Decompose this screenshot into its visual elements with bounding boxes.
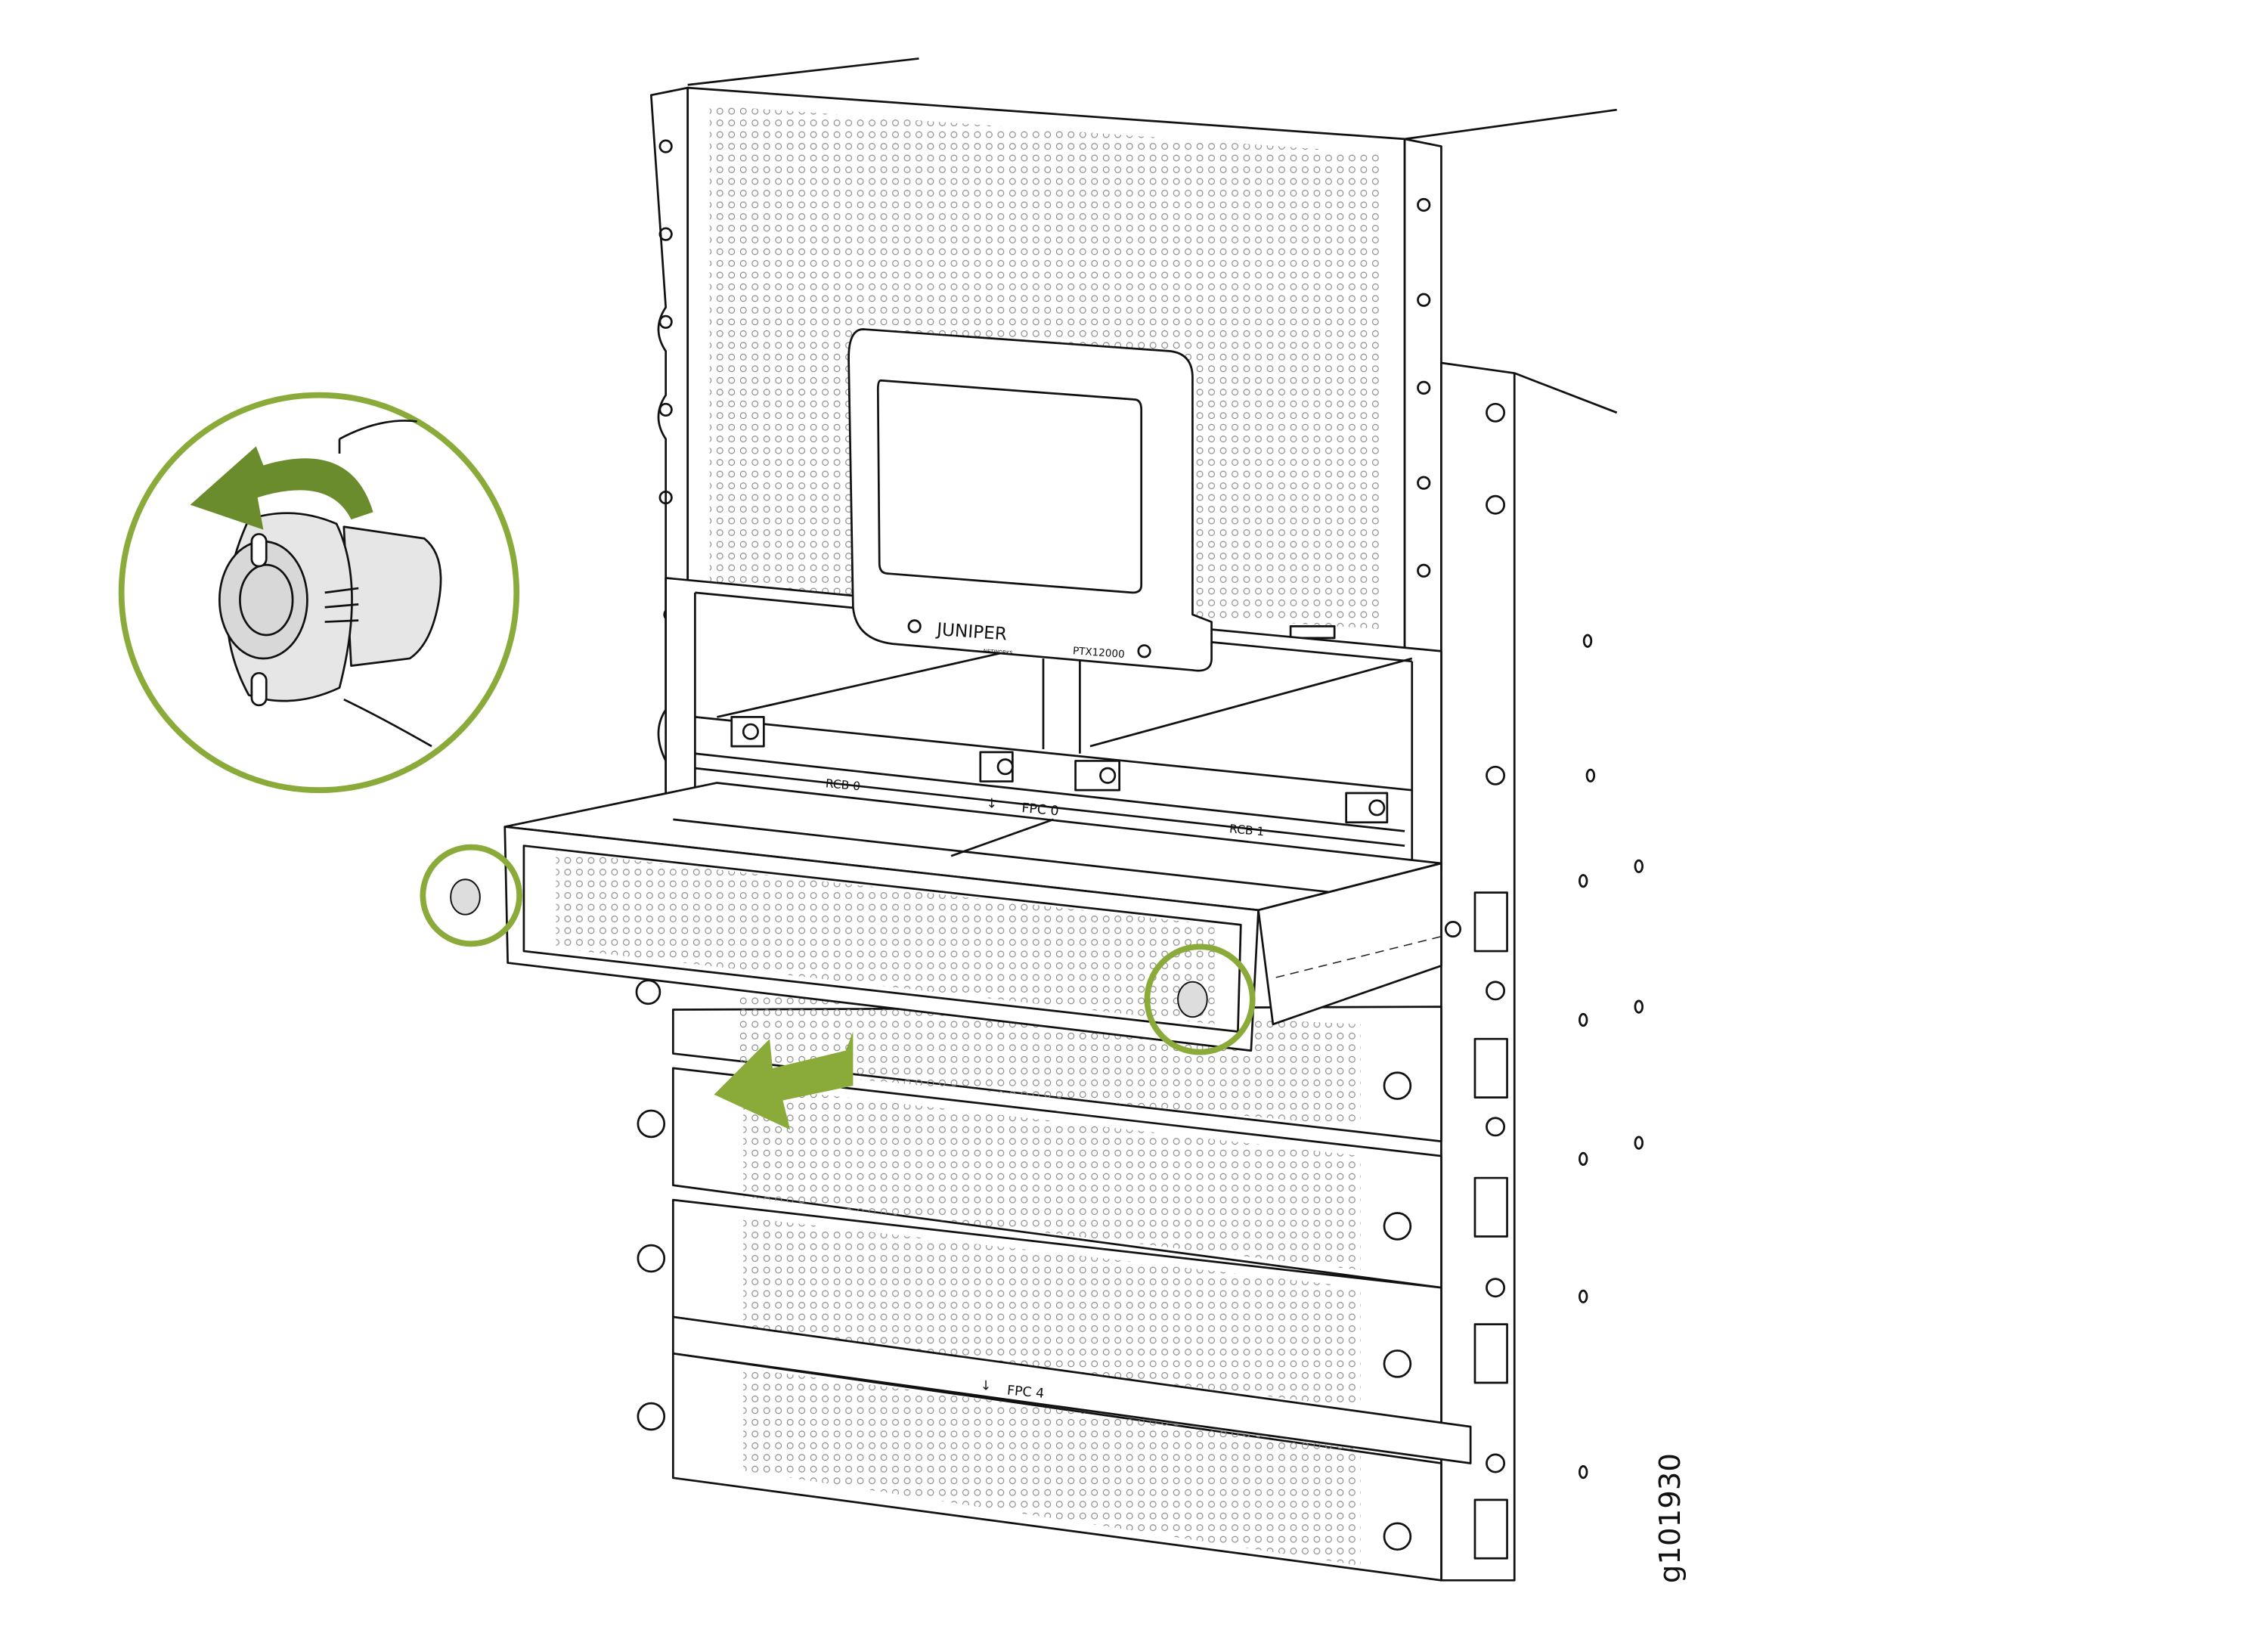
installed-fpc-3 <box>637 1198 1442 1428</box>
juniper-logo-sub: NETWORKS <box>984 648 1013 656</box>
juniper-logo: JUNIPER <box>934 619 1008 645</box>
rail-screws <box>1486 402 1506 1473</box>
arrow-down-icon: ↓ <box>981 1379 992 1394</box>
craft-interface-display: JUNIPER NETWORKS PTX12000 <box>847 328 1213 672</box>
screw-highlight-left <box>420 844 522 947</box>
device-model-label: PTX12000 <box>1072 645 1125 661</box>
installed-fpc-2 <box>637 1067 1442 1289</box>
installed-fpc-4: ↓ FPC 4 <box>637 1315 1472 1582</box>
arrow-down-icon: ↓ <box>987 796 998 811</box>
captive-screw-icon <box>450 878 1208 1018</box>
installed-fpc-stack: ↓ FPC 4 <box>635 979 1472 1582</box>
rotate-counterclockwise-arrow-icon <box>190 446 373 530</box>
figure-id-label: g101930 <box>1653 1453 1687 1583</box>
captive-screw-detail-inset <box>118 392 520 794</box>
slot-label-rcb0: RCB 0 <box>825 776 861 793</box>
pull-out-arrow-icon <box>714 1031 854 1130</box>
card-latches <box>730 716 1389 824</box>
slot-label-rcb1: RCB 1 <box>1228 822 1265 838</box>
right-rack-rail <box>1440 361 1516 1582</box>
loose-screw-holes <box>1579 634 1644 1480</box>
screw-highlight-right <box>1144 944 1256 1055</box>
slot-label-fpc4: FPC 4 <box>1006 1384 1045 1402</box>
extracted-fpc <box>450 782 1461 1052</box>
chassis-perspective-lines <box>687 57 1618 414</box>
slot-label-fpc0: FPC 0 <box>1021 801 1060 819</box>
